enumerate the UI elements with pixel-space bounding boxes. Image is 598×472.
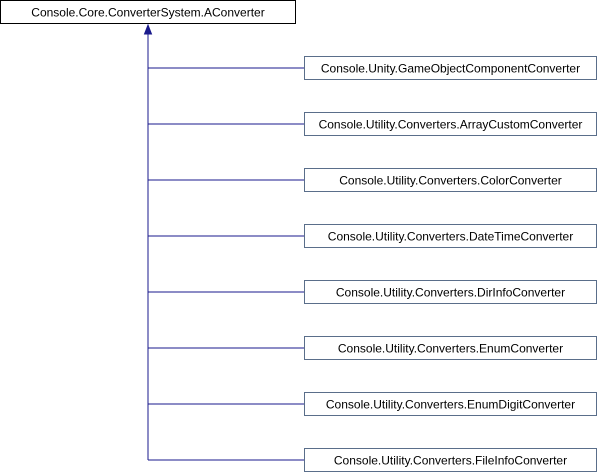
derived-class-label: Console.Utility.Converters.ColorConverte… <box>339 174 562 188</box>
derived-class-label: Console.Utility.Converters.EnumConverter <box>338 342 563 356</box>
derived-node-5[interactable]: Console.Utility.Converters.EnumConverter <box>148 336 597 360</box>
derived-node-7[interactable]: Console.Utility.Converters.FileInfoConve… <box>148 448 597 472</box>
derived-node-4[interactable]: Console.Utility.Converters.DirInfoConver… <box>148 280 597 304</box>
derived-node-1[interactable]: Console.Utility.Converters.ArrayCustomCo… <box>148 112 597 136</box>
base-class-node[interactable]: Console.Core.ConverterSystem.AConverter <box>0 0 296 24</box>
derived-class-label: Console.Utility.Converters.ArrayCustomCo… <box>319 118 583 132</box>
derived-node-3[interactable]: Console.Utility.Converters.DateTimeConve… <box>148 224 597 248</box>
derived-class-label: Console.Utility.Converters.DirInfoConver… <box>336 286 565 300</box>
derived-node-0[interactable]: Console.Unity.GameObjectComponentConvert… <box>148 56 597 80</box>
derived-class-label: Console.Utility.Converters.FileInfoConve… <box>334 454 567 468</box>
derived-node-6[interactable]: Console.Utility.Converters.EnumDigitConv… <box>148 392 597 416</box>
derived-node-2[interactable]: Console.Utility.Converters.ColorConverte… <box>148 168 597 192</box>
base-class-label: Console.Core.ConverterSystem.AConverter <box>31 6 264 20</box>
derived-class-label: Console.Unity.GameObjectComponentConvert… <box>321 62 580 76</box>
inheritance-arrowhead <box>143 23 153 35</box>
derived-class-label: Console.Utility.Converters.EnumDigitConv… <box>326 398 575 412</box>
derived-class-label: Console.Utility.Converters.DateTimeConve… <box>328 230 573 244</box>
